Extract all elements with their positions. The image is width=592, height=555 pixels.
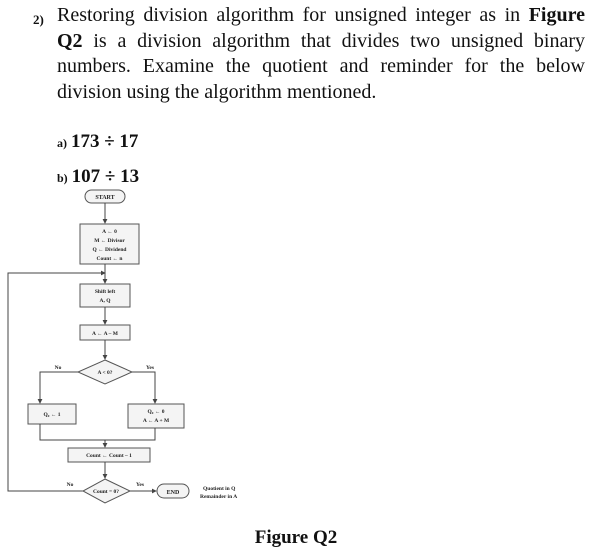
set-q0-one-box [27,403,77,425]
no-branch-line [37,371,78,404]
count-yes-label: Yes [136,482,144,488]
init-line-4: Count ← n [97,256,123,262]
restore-line-1: Q₀ ← 0 [148,409,165,415]
restore-box [127,403,185,429]
end-label: END [167,490,180,496]
question-text-before: Restoring division algorithm for unsigne… [57,4,529,26]
part-a-label: a) [57,136,67,150]
merge-left-line [39,424,105,441]
init-line-2: M ← Divisor [94,238,125,244]
subtract-label: A ← A – M [92,331,119,337]
init-box [79,223,140,265]
merge-right-line [105,428,156,441]
part-b-expression: 107 ÷ 13 [71,166,140,187]
part-a: a) 173 ÷ 17 [57,131,138,153]
decrement-label: Count ← Count – 1 [86,453,132,459]
init-line-3: Q ← Dividend [93,247,127,253]
sign-decision-label: A < 0? [97,370,112,376]
part-b: b)107 ÷ 13 [57,166,139,188]
question-number: 2) [33,12,44,27]
yes-branch-line [132,371,158,404]
count-decision [81,478,132,504]
start-label: START [95,195,114,201]
figure-caption: Figure Q2 [254,527,338,548]
part-b-label: b) [57,171,68,185]
init-line-1: A ← 0 [102,229,117,235]
sign-yes-label: Yes [146,365,154,371]
loop-back-line [7,270,106,492]
sign-no-label: No [55,365,62,371]
result-line-1: Quotient in Q [203,486,236,492]
result-line-2: Remainder in A [200,494,237,500]
count-decision-label: Count = 0? [93,489,119,495]
shift-line-2: A, Q [100,298,112,304]
part-a-expression: 173 ÷ 17 [71,131,139,152]
sign-decision [76,359,134,385]
decrement-box [67,447,151,463]
question-text: Restoring division algorithm for unsigne… [57,3,585,105]
count-no-label: No [67,482,74,488]
question-text-after: is a division algorithm that divides two… [57,29,585,103]
figure-reference: Figure Q2 [57,4,585,52]
shift-line-1: Shift left [95,289,115,295]
set-q0-one-label: Q₀ ← 1 [44,412,61,418]
restore-line-2: A ← A + M [143,418,170,424]
end-terminal [156,483,190,499]
